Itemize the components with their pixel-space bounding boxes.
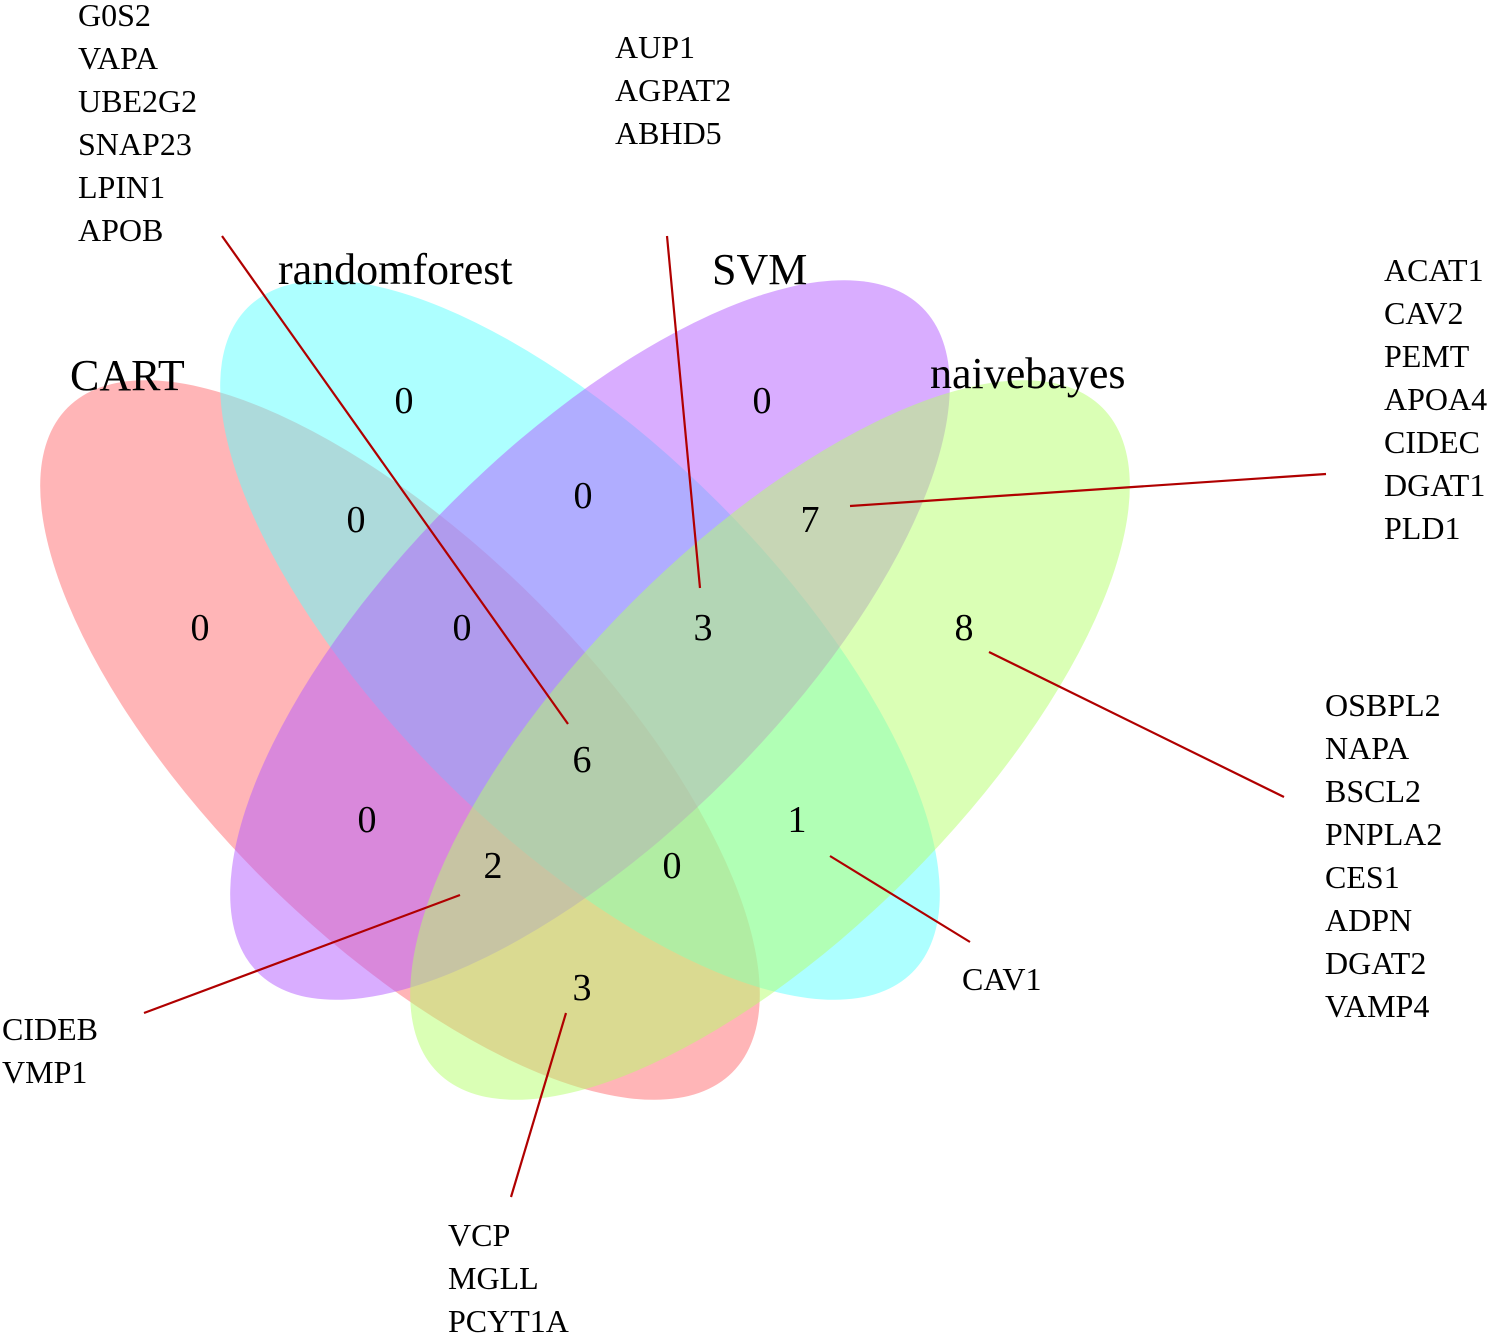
gene-name: G0S2	[78, 0, 151, 33]
gene-name: AGPAT2	[615, 72, 731, 108]
gene-name: PNPLA2	[1325, 816, 1442, 852]
gene-name: CIDEC	[1384, 424, 1480, 460]
count-cart-svm: 0	[358, 799, 377, 841]
region-counts: 0 0 0 8 0 0 7 0 3 6 0 1 2 0 3	[191, 380, 974, 1009]
count-nb-only: 8	[955, 607, 974, 649]
gene-name: CIDEB	[2, 1011, 98, 1047]
leader-rf-nb	[829, 855, 971, 943]
count-cart-rf-nb: 0	[663, 845, 682, 887]
count-cart-svm-nb: 2	[484, 845, 503, 887]
ellipse-naivebayes	[410, 380, 1130, 1100]
gene-name: SNAP23	[78, 126, 192, 162]
gene-name: VCP	[448, 1217, 510, 1253]
gene-name: NAPA	[1325, 730, 1409, 766]
count-cart-rf: 0	[347, 499, 366, 541]
count-rf-svm: 0	[574, 475, 593, 517]
gene-name: UBE2G2	[78, 83, 197, 119]
leader-cart-svm-nb	[143, 893, 461, 1015]
set-labels: CART randomforest SVM naivebayes	[70, 245, 1125, 400]
gene-name: BSCL2	[1325, 773, 1421, 809]
gene-name: VMP1	[2, 1054, 87, 1090]
set-label-naivebayes: naivebayes	[930, 349, 1125, 398]
gene-name: CES1	[1325, 859, 1400, 895]
set-shapes	[40, 280, 1130, 1100]
count-cart-nb: 3	[573, 967, 592, 1009]
gene-list-cart-nb: VCP MGLL PCYT1A	[448, 1217, 569, 1335]
count-cart-only: 0	[191, 607, 210, 649]
count-cart-rf-svm: 0	[453, 607, 472, 649]
gene-name: APOB	[78, 212, 163, 248]
leader-all-four	[221, 235, 569, 725]
gene-name: OSBPL2	[1325, 687, 1441, 723]
leader-rf-svm-nb	[665, 235, 702, 589]
count-svm-only: 0	[753, 380, 772, 422]
count-rf-svm-nb: 3	[694, 607, 713, 649]
gene-name: PLD1	[1384, 510, 1460, 546]
gene-name: LPIN1	[78, 169, 165, 205]
gene-name: CAV2	[1384, 295, 1463, 331]
gene-name: ACAT1	[1384, 252, 1484, 288]
gene-name: VAMP4	[1325, 988, 1429, 1024]
count-all-four: 6	[573, 739, 592, 781]
leader-lines	[143, 235, 1327, 1198]
gene-name: MGLL	[448, 1260, 539, 1296]
gene-name: VAPA	[78, 40, 158, 76]
gene-name: PCYT1A	[448, 1303, 569, 1335]
gene-list-rf-nb: CAV1	[962, 961, 1041, 997]
leader-svm-nb	[849, 472, 1327, 508]
set-label-svm: SVM	[712, 245, 807, 294]
ellipse-svm	[230, 280, 950, 1000]
gene-name: DGAT1	[1384, 467, 1485, 503]
gene-list-cart-svm-nb: CIDEB VMP1	[2, 1011, 98, 1090]
gene-name: ADPN	[1325, 902, 1412, 938]
gene-name: PEMT	[1384, 338, 1470, 374]
set-label-cart: CART	[70, 351, 185, 400]
gene-name: DGAT2	[1325, 945, 1426, 981]
gene-name: AUP1	[615, 29, 695, 65]
count-svm-nb: 7	[801, 499, 820, 541]
gene-name: CAV1	[962, 961, 1041, 997]
gene-name: ABHD5	[615, 115, 722, 151]
count-rf-only: 0	[395, 380, 414, 422]
gene-name: APOA4	[1384, 381, 1487, 417]
set-label-randomforest: randomforest	[278, 245, 513, 294]
leader-nb-only	[988, 651, 1285, 798]
count-rf-nb: 1	[788, 799, 807, 841]
leader-cart-nb	[509, 1012, 568, 1198]
